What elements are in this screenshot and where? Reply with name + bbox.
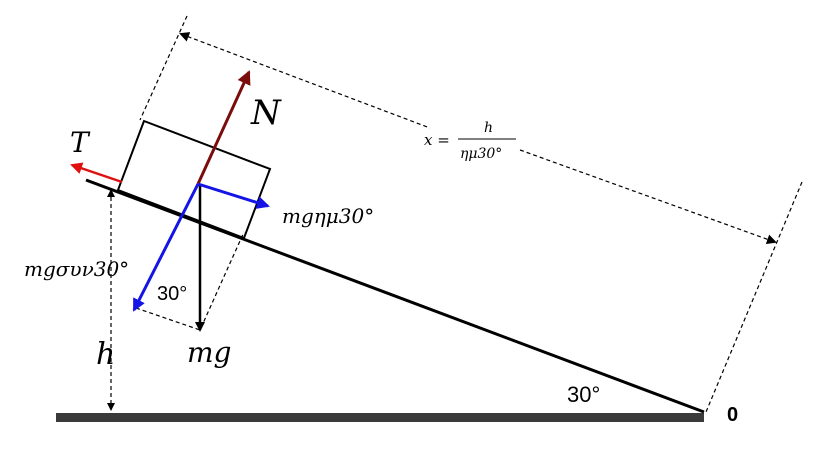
tension-label: T [70, 126, 91, 159]
perpendicular-component-label: mgσυν30° [24, 257, 129, 281]
normal-force-label: N [250, 93, 282, 133]
distance-formula-numerator: h [484, 120, 493, 136]
origin-label: 0 [727, 404, 738, 426]
component-projection-lines [135, 231, 245, 331]
distance-extension-top [139, 15, 188, 121]
weight-label: mg [187, 336, 231, 369]
angle-at-weight-label: 30° [157, 283, 187, 305]
distance-formula-denominator: ημ30° [460, 146, 502, 162]
parallel-component-arrow [197, 182, 270, 209]
distance-dimension-line-a [179, 32, 431, 129]
distance-dimension-line-b [519, 149, 777, 244]
distance-formula: x = h ημ30° [424, 120, 516, 162]
ground [56, 413, 704, 422]
normal-force-arrow [196, 70, 251, 185]
perpendicular-component-arrow [132, 183, 200, 312]
incline-angle-label: 30° [567, 382, 600, 407]
parallel-component-label: mgημ30° [282, 204, 374, 228]
distance-formula-lhs: x = [424, 131, 450, 149]
height-label: h [96, 337, 115, 372]
distance-extension-bottom [705, 181, 803, 413]
incline-surface [85, 178, 705, 414]
tension-arrow [70, 162, 123, 184]
block [116, 119, 272, 240]
